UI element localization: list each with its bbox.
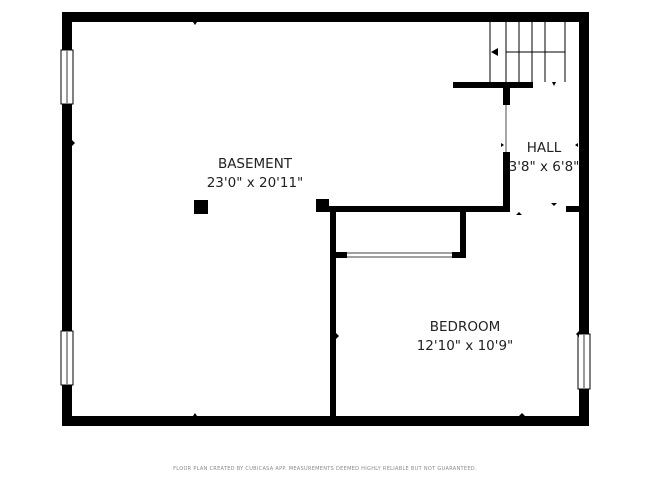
- wall-right: [579, 12, 589, 426]
- room-dimensions: 23'0" x 20'11": [206, 175, 304, 191]
- wall-left: [62, 12, 72, 426]
- column-2: [316, 199, 329, 212]
- wall-closet-east: [460, 212, 466, 258]
- room-name: HALL: [526, 140, 562, 156]
- room-dimensions: 3'8" x 6'8": [508, 159, 580, 175]
- stairs: [489, 22, 566, 82]
- footer-disclaimer: FLOOR PLAN CREATED BY CUBICASA APP. MEAS…: [173, 466, 477, 472]
- room-name: BASEMENT: [217, 156, 293, 172]
- stair-arrow-icon: [491, 48, 498, 56]
- wall-top: [62, 12, 589, 22]
- wall-closet-left-end: [336, 252, 347, 258]
- wall-bedroom-top: [328, 206, 510, 212]
- windows: [60, 49, 591, 390]
- room-label-bedroom: BEDROOM 12'10" x 10'9": [405, 318, 525, 356]
- room-dimensions: 12'10" x 10'9": [416, 338, 514, 354]
- outer-walls: [62, 12, 589, 426]
- wall-bottom: [62, 416, 589, 426]
- openings: [347, 105, 507, 258]
- window-left-top: [60, 49, 74, 105]
- room-name: BEDROOM: [429, 319, 501, 335]
- room-label-hall: HALL 3'8" x 6'8": [506, 139, 582, 177]
- wall-hall-west-lower: [503, 152, 510, 212]
- window-left-bottom: [60, 330, 74, 386]
- wall-bedroom-west: [330, 206, 336, 416]
- window-right-bottom: [577, 333, 591, 390]
- wall-stair-landing: [453, 82, 533, 88]
- interior-walls: [194, 82, 579, 416]
- wall-hall-stub: [566, 206, 579, 212]
- room-label-basement: BASEMENT 23'0" x 20'11": [195, 155, 315, 193]
- wall-closet-right-end: [452, 252, 466, 258]
- column-1: [194, 200, 208, 214]
- dimension-markers: [72, 22, 579, 416]
- wall-hall-west-upper: [503, 82, 510, 105]
